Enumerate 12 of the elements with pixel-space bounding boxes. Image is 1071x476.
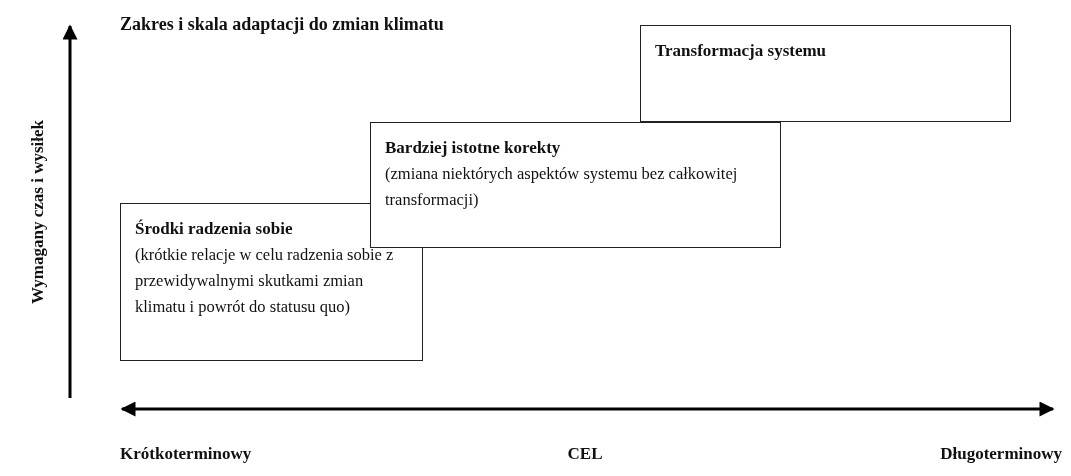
stage-heading: Transformacja systemu	[655, 40, 828, 62]
stage-box	[370, 122, 781, 248]
stage-description: (zmiana niektórych aspektów systemu bez całkowitej transformacji)	[385, 163, 739, 211]
stage-heading: Środki radzenia sobie	[135, 218, 294, 240]
axis-label: CEL	[567, 444, 603, 464]
axis-label: Długoterminowy	[940, 444, 1062, 464]
diagram-title: Zakres i skala adaptacji do zmian klimatu	[120, 14, 444, 35]
axis-label: Wymagany czas i wysiłek	[28, 120, 48, 304]
stage-box	[640, 25, 1011, 122]
stage-heading: Bardziej istotne korekty	[385, 137, 562, 159]
axis-label: Krótkoterminowy	[120, 444, 252, 464]
stage-description: (krótkie relacje w celu radzenia sobie z przewidywalnymi skutkami zmian klimatu i powrót do statusu quo)	[135, 244, 395, 318]
